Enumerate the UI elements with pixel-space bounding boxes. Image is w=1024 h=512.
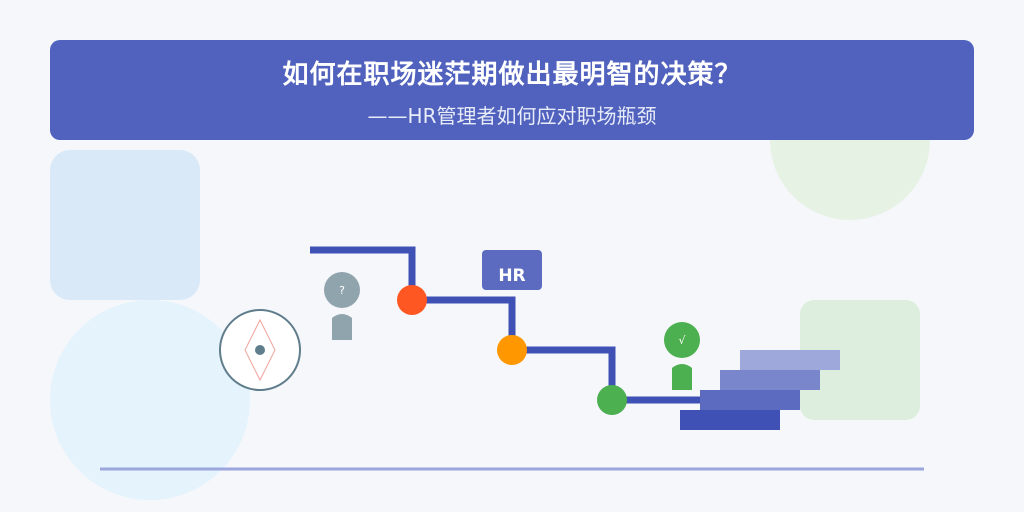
page-title: 如何在职场迷茫期做出最明智的决策？ — [282, 60, 742, 90]
bg-square-blue — [50, 150, 200, 300]
hr-badge-label: HR — [498, 266, 525, 286]
bg-circle-lightblue — [50, 300, 250, 500]
confused-person-icon — [324, 272, 360, 340]
stair-step-2 — [700, 390, 800, 410]
bg-square-green — [800, 300, 920, 420]
bg-circle-green — [770, 140, 930, 220]
check-mark-label: √ — [678, 334, 686, 347]
path-node-green — [597, 385, 627, 415]
stair-step-1 — [680, 410, 780, 430]
hr-badge — [482, 250, 542, 290]
question-mark-label: ? — [339, 284, 345, 297]
path-node-red — [397, 285, 427, 315]
page-subtitle: ——HR管理者如何应对职场瓶颈 — [367, 104, 657, 128]
stair-step-3 — [720, 370, 820, 390]
success-person-icon — [664, 322, 700, 390]
compass-icon — [219, 309, 301, 391]
title-banner: 如何在职场迷茫期做出最明智的决策？ ——HR管理者如何应对职场瓶颈 — [50, 40, 974, 140]
stairs-icon — [680, 350, 840, 430]
path-node-orange — [497, 335, 527, 365]
stair-step-4 — [740, 350, 840, 370]
